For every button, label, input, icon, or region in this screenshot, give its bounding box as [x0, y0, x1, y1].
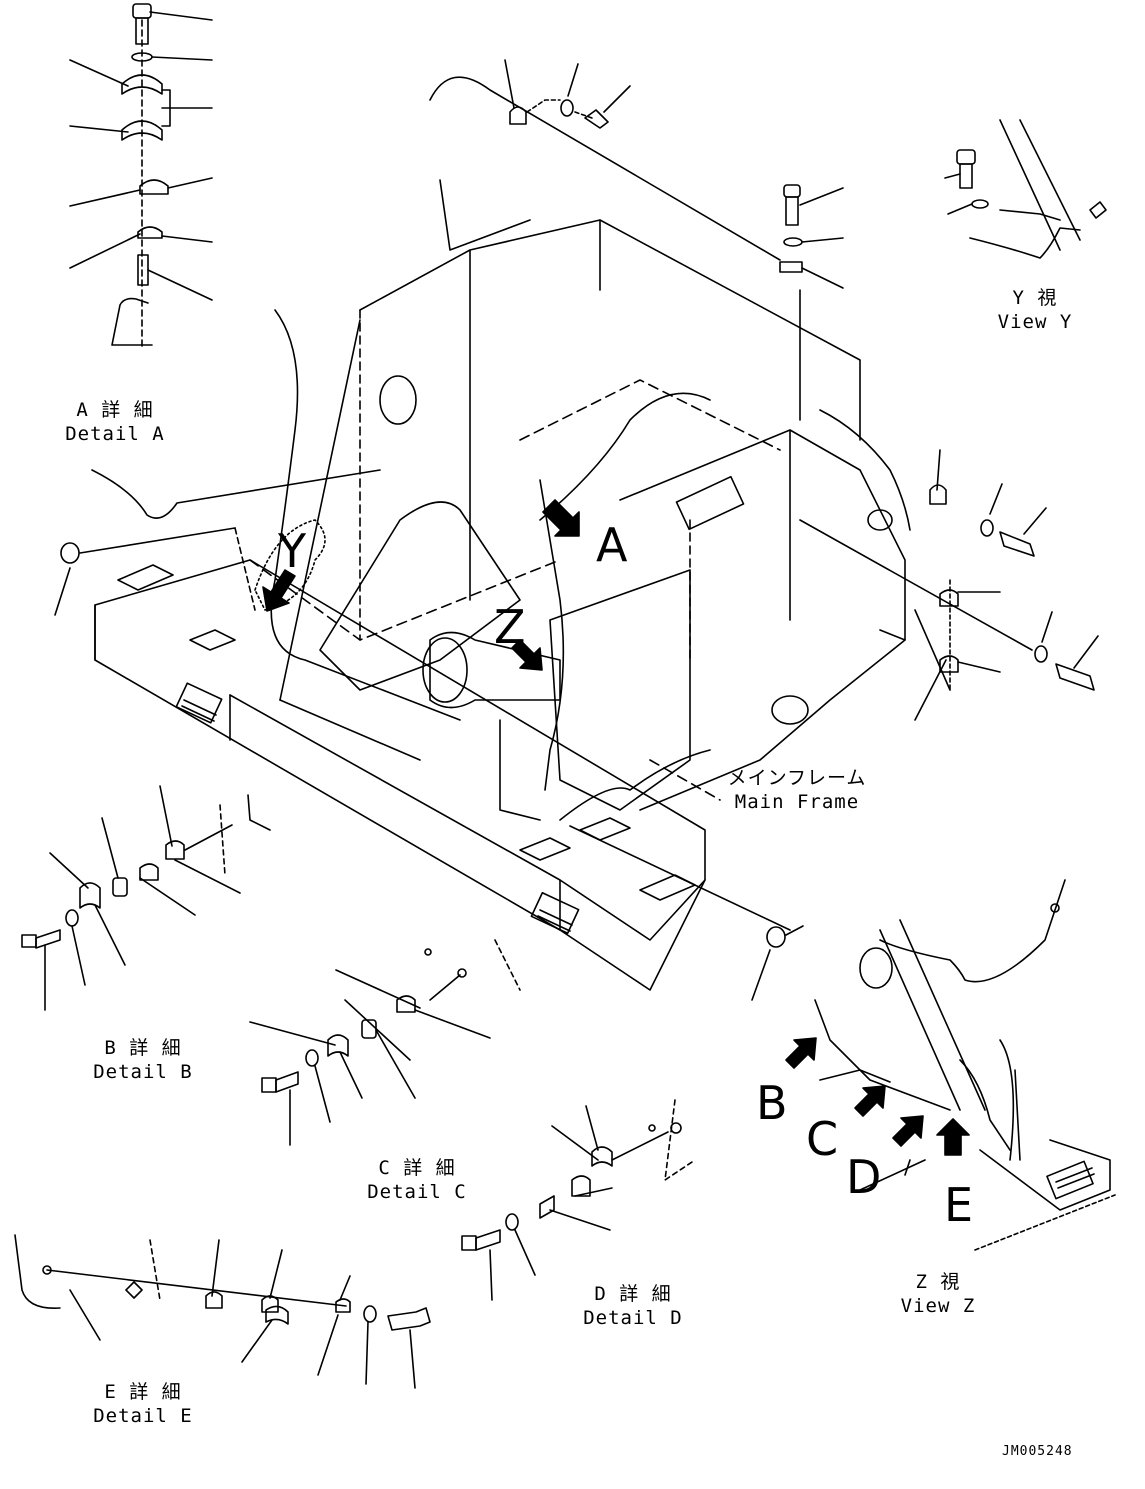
harness-cable — [91, 469, 381, 519]
callout-c: C — [806, 1112, 839, 1166]
callout-d: D — [846, 1150, 882, 1204]
squiggle — [254, 519, 326, 611]
detail-d-parts — [461, 1099, 696, 1301]
arrow-e — [936, 1118, 970, 1156]
plate — [675, 475, 745, 531]
callout-b: B — [756, 1076, 788, 1130]
grommet — [60, 542, 80, 564]
arrow-b — [785, 1037, 817, 1069]
bolt — [132, 3, 152, 19]
detail-e-parts — [14, 1234, 431, 1389]
callout-z: Z — [494, 600, 526, 654]
grommet — [766, 926, 786, 948]
bracket — [111, 297, 153, 346]
drawing-code: JM005248 — [1002, 1444, 1073, 1459]
right-bolt-column — [779, 184, 844, 289]
detail-a-parts — [69, 3, 213, 351]
clamp — [121, 74, 163, 95]
clamp — [139, 179, 169, 195]
arrow-z — [511, 639, 543, 671]
callout-e: E — [944, 1178, 974, 1232]
right-side-parts — [799, 449, 1099, 721]
detail-b-parts — [21, 785, 271, 1011]
hub — [771, 695, 809, 725]
arrow-y — [262, 569, 296, 612]
arrow-d — [892, 1115, 924, 1147]
grille — [175, 682, 223, 724]
callout-y: Y — [278, 524, 307, 578]
callout-a: A — [596, 518, 628, 572]
view-z-drawing — [814, 879, 1116, 1251]
arrow-a — [542, 499, 580, 537]
detail-c-parts — [249, 939, 521, 1146]
top-center-parts — [504, 59, 631, 129]
bearing-ring — [422, 637, 468, 703]
hub — [867, 509, 893, 531]
clamp — [121, 120, 163, 141]
main-frame — [94, 76, 911, 991]
arrow-c — [854, 1085, 886, 1117]
view-y-drawing — [944, 119, 1107, 259]
spacer — [137, 254, 149, 286]
grille — [530, 891, 580, 935]
